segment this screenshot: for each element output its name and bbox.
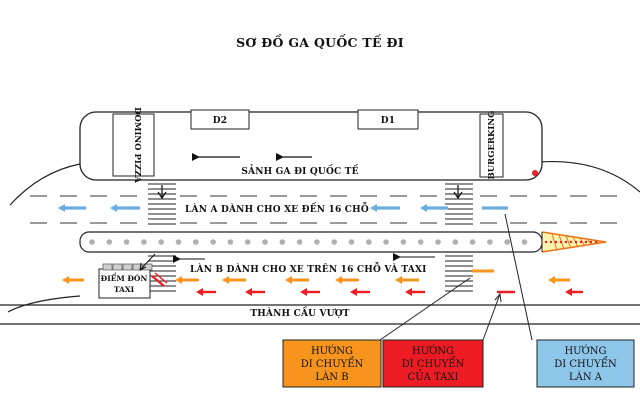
taxi-stop-label-1: ĐIỂM ĐÓN: [101, 272, 148, 283]
lane-a-arrow-head: [110, 204, 117, 212]
road-curve-bottom-left: [7, 295, 81, 313]
burgerking-label: BURGERKING: [487, 111, 497, 180]
median-dot: [487, 239, 493, 245]
legend-text: CỦA TAXI: [408, 370, 459, 383]
legend-text: LÀN A: [569, 371, 603, 383]
road-curve-right: [539, 160, 640, 193]
median-dot: [366, 239, 372, 245]
road-curve-left: [9, 163, 81, 206]
legend-swatch: [382, 339, 484, 388]
lane-a-arrow-head: [58, 204, 65, 212]
terminal-marker-dot: [532, 170, 538, 176]
median-dot: [244, 239, 251, 245]
taxi-stop-box: [98, 268, 151, 299]
median-dot: [452, 239, 459, 245]
lane-b-arrow-head: [222, 276, 229, 284]
taxi-arrow-head: [300, 288, 307, 296]
lane-b-label: LÀN B DÀNH CHO XE TRÊN 16 CHỖ VÀ TAXI: [190, 262, 427, 275]
median-dot: [106, 239, 113, 245]
median-dot: [521, 239, 528, 245]
taxi-stop-label-2: TAXI: [114, 285, 135, 294]
traffic-cone-end: [541, 231, 607, 253]
lane-a-arrows: [58, 204, 508, 212]
lane-a-arrow-head: [370, 204, 377, 212]
median-dot: [383, 239, 389, 245]
taxi-arrow-head: [350, 288, 357, 296]
burgerking-shop: [479, 113, 504, 178]
median-dot: [279, 239, 286, 245]
lane-b-arrow-head: [175, 276, 182, 284]
median-dot: [262, 239, 268, 245]
median-dot: [175, 239, 182, 245]
legend-swatch: [282, 339, 382, 388]
taxi-bay: [122, 263, 133, 271]
gate-d2: [190, 109, 250, 130]
lane-b-arrow-head: [335, 276, 342, 284]
gate-d2-label: D2: [213, 116, 227, 126]
median-dot: [296, 239, 303, 245]
median-dot: [469, 239, 476, 245]
taxi-lane-arrows: [196, 288, 583, 296]
lane-b-arrow-head: [548, 276, 555, 284]
gate-d1-label: D1: [381, 116, 395, 126]
lane-b-arrow-head: [395, 276, 402, 284]
crossing-arrows: [157, 185, 463, 200]
legend-text: HƯỚNG: [412, 345, 454, 357]
legend-text: LÀN B: [315, 371, 348, 383]
median-dot: [417, 239, 424, 245]
median-dot: [158, 239, 164, 245]
taxi-arrow-head: [245, 288, 252, 296]
taxi-bay: [112, 263, 123, 271]
median-dot: [314, 239, 320, 245]
domino-pizza-label: DOMINO PIZZA: [132, 107, 142, 183]
overpass-railing-label: THÀNH CẦU VƯỢT: [250, 306, 349, 319]
legend-text: DI CHUYỂN: [301, 357, 364, 370]
legend-text: HƯỚNG: [311, 345, 353, 357]
median-dot: [193, 239, 199, 245]
domino-pizza-shop: [112, 113, 155, 177]
taxi-arrow-head: [405, 288, 412, 296]
lane-a-arrow-head: [420, 204, 427, 212]
legend-text: DI CHUYỂN: [402, 357, 465, 370]
gate-d1: [357, 109, 419, 130]
taxi-icon: [151, 272, 168, 287]
median-dot: [435, 239, 441, 245]
legend-pointers: [379, 213, 533, 341]
taxi-bay: [132, 263, 143, 271]
median-dot: [89, 239, 95, 245]
lane-a-dashes: [30, 195, 617, 224]
lane-b-arrow-head: [62, 276, 69, 284]
median-dot: [141, 239, 147, 245]
lane-b-arrows: [62, 269, 570, 284]
taxi-bay: [102, 263, 113, 271]
median-dot: [210, 239, 216, 245]
crosswalks: [148, 183, 473, 292]
lane-a-label: LÀN A DÀNH CHO XE ĐẾN 16 CHỖ: [185, 202, 369, 215]
taxi-arrow-head: [565, 288, 572, 296]
taxi-arrow-head: [196, 288, 203, 296]
taxi-stop: ĐIỂM ĐÓN TAXI: [98, 253, 168, 299]
legend-text: DI CHUYỂN: [554, 357, 617, 370]
legend-swatch: [536, 339, 635, 388]
median-dot: [348, 239, 355, 245]
lane-b-arrow-head: [285, 276, 292, 284]
hall-label: SẢNH GA ĐI QUỐC TẾ: [241, 164, 358, 177]
median-dot: [227, 239, 234, 245]
median-dot: [123, 239, 130, 245]
median-dot: [504, 239, 511, 245]
median-dot: [331, 239, 338, 245]
legend-text: HƯỚNG: [564, 345, 606, 357]
median-dot: [400, 239, 407, 245]
diagram-title: SƠ ĐỒ GA QUỐC TẾ ĐI: [236, 33, 404, 50]
median-dots: [89, 239, 528, 245]
